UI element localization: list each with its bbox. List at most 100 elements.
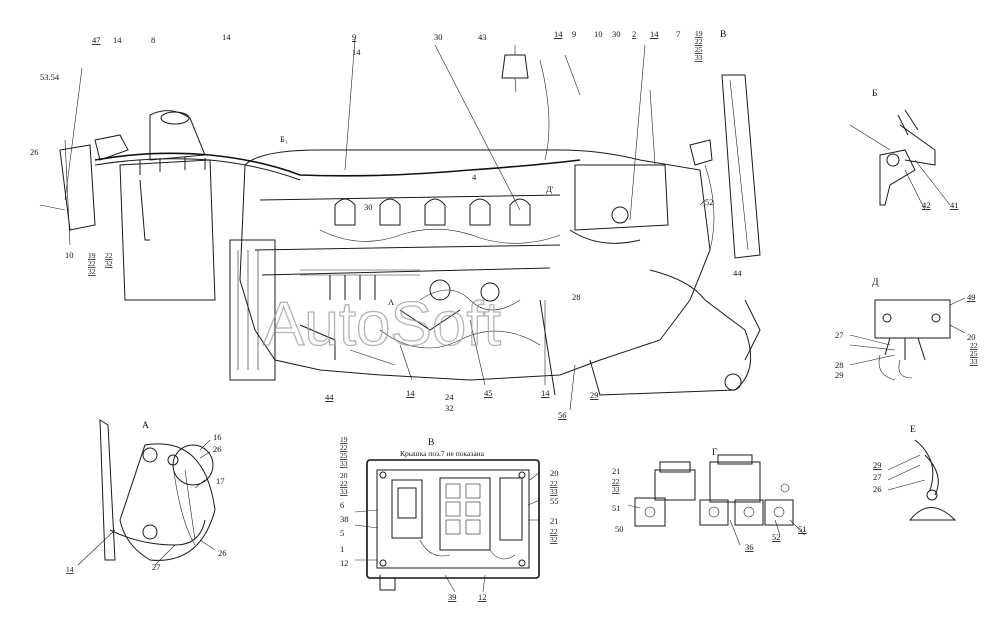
callout: 47 (92, 35, 101, 45)
view-e (887, 439, 957, 521)
callout: 26 (30, 147, 39, 157)
callout: 26 (218, 548, 227, 558)
callout: 49 (967, 292, 976, 302)
callout: 16 (213, 432, 222, 442)
callout: 14 (554, 29, 563, 39)
callout: 33 (695, 53, 703, 62)
view-title: Г (712, 448, 718, 458)
view-label: Б₁ (280, 134, 288, 144)
injectors (334, 198, 531, 226)
callout: 29 (835, 370, 844, 380)
fuse-block (445, 483, 481, 535)
engine-assembly (39, 37, 761, 411)
callout: 7 (676, 29, 680, 39)
callout: 5 (340, 528, 344, 538)
callout: 53.54 (40, 72, 60, 82)
callout: 25 (970, 349, 978, 358)
callout: 14 (352, 47, 361, 57)
view-v-labels: В Крышка поз.7 не показана 19 22 25 33 2… (340, 435, 559, 602)
view-e-labels: Е 29 27 26 (873, 425, 916, 494)
callout: 39 (448, 592, 457, 602)
callout: 20 (967, 332, 976, 342)
callout: 20 (550, 468, 559, 478)
callout: 41 (950, 200, 959, 210)
callout: 4 (472, 172, 477, 182)
view-a-labels: А 16 26 17 14 27 26 (66, 421, 227, 574)
callout: 51 (798, 524, 807, 534)
callout: 10 (65, 250, 74, 260)
callout: 38 (340, 514, 349, 524)
callout: 22 (612, 477, 620, 486)
view-title: Б (872, 89, 877, 99)
callout: 55 (550, 496, 559, 506)
view-v (354, 459, 541, 593)
callout: 26 (873, 484, 882, 494)
callout: 36 (745, 542, 754, 552)
callout: 32 (88, 267, 96, 276)
callout: 12 (478, 592, 487, 602)
callout: 22 (970, 341, 978, 350)
callout: 20 (340, 471, 348, 480)
callout: 27 (835, 330, 844, 340)
main-labels: 47 14 8 14 9 14 30 43 14 9 10 30 2 14 7 … (30, 29, 742, 420)
watermark: AutoSoft (263, 290, 501, 359)
callout: 2 (632, 29, 636, 39)
callout: 50 (615, 524, 624, 534)
callout: 45 (484, 388, 493, 398)
view-d-labels: Д 49 27 28 29 20 22 25 33 (835, 278, 978, 380)
callout: 51 (612, 503, 621, 513)
callout: 1 (340, 544, 344, 554)
callout: 33 (340, 459, 348, 468)
callout: 33 (550, 487, 558, 496)
callout: 52 (772, 532, 781, 542)
callout: 30 (612, 29, 621, 39)
callout: 44 (325, 392, 334, 402)
callout: 22 (88, 259, 96, 268)
view-label: В (720, 30, 726, 40)
callout: 14 (650, 29, 659, 39)
callout: 19 (340, 435, 348, 444)
callout: 30 (434, 32, 443, 42)
callout: 32 (445, 403, 454, 413)
callout: 22 (105, 251, 113, 260)
callout: 28 (835, 360, 844, 370)
callout: 22 (340, 443, 348, 452)
callout: 14 (66, 565, 74, 574)
callout: 22 (695, 37, 703, 46)
callout: 19 (695, 29, 703, 38)
callout: 8 (151, 35, 155, 45)
view-title: В (428, 438, 434, 448)
callout: 33 (340, 487, 348, 496)
callout: 14 (541, 388, 550, 398)
callout: 17 (216, 476, 225, 486)
callout: 52 (705, 197, 714, 207)
view-note: Крышка поз.7 не показана (400, 449, 485, 458)
callout: 33 (612, 485, 620, 494)
callout: 30 (364, 202, 373, 212)
view-d (849, 297, 966, 381)
callout: 25 (695, 45, 703, 54)
callout: 42 (922, 200, 931, 210)
callout: 14 (406, 388, 415, 398)
callout: 26 (213, 444, 222, 454)
callout: 21 (550, 516, 559, 526)
callout: 32 (105, 259, 113, 268)
callout: 27 (873, 472, 882, 482)
callout: 22 (340, 479, 348, 488)
callout: 27 (152, 562, 161, 572)
callout: 24 (445, 392, 454, 402)
view-b-labels: Б 42 41 (872, 89, 959, 210)
callout: 14 (222, 32, 231, 42)
callout: 29 (873, 460, 882, 470)
view-title: Е (910, 425, 916, 435)
callout: 6 (340, 500, 344, 510)
view-g-labels: Г 21 22 33 51 50 36 52 51 (612, 448, 807, 552)
view-a (77, 419, 216, 566)
callout: 44 (733, 268, 742, 278)
view-g (627, 454, 806, 546)
view-b (849, 109, 951, 211)
callout: 10 (594, 29, 603, 39)
callout: 19 (88, 251, 96, 260)
callout: 43 (478, 32, 487, 42)
